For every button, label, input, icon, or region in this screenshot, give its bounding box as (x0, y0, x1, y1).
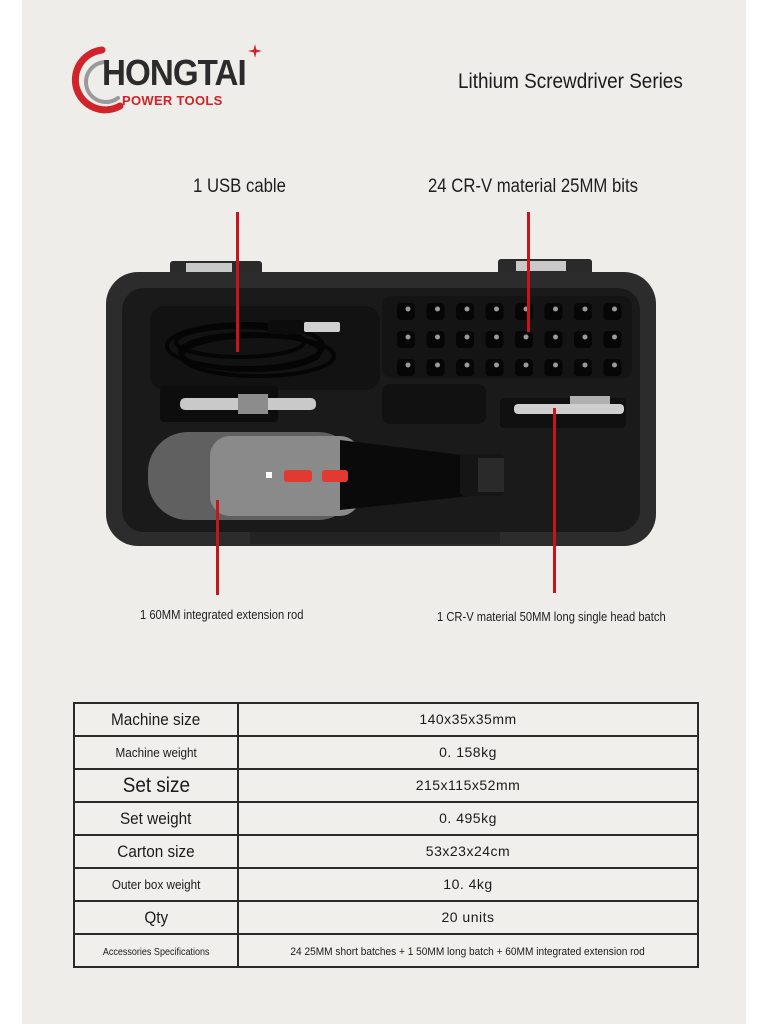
spec-row: Outer box weight 10. 4kg (73, 867, 699, 902)
spec-row: Set weight 0. 495kg (73, 801, 699, 836)
spec-value: 215x115x52mm (415, 776, 521, 793)
brand-subtitle: POWER TOOLS (122, 93, 223, 108)
brand-name: HONGTAI (102, 52, 247, 93)
spec-label: Accessories Specifications (102, 946, 210, 958)
spec-label: Machine size (111, 709, 201, 729)
spec-label: Qty (144, 907, 168, 927)
spec-label-cell: Set weight (73, 801, 239, 836)
spec-label: Outer box weight (111, 876, 201, 892)
spec-label-cell: Set size (73, 768, 239, 803)
spec-label: Machine weight (115, 744, 197, 760)
spec-label-cell: Qty (73, 900, 239, 935)
callout-single-head: 1 CR-V material 50MM long single head ba… (437, 609, 666, 624)
spec-label-cell: Outer box weight (73, 867, 239, 902)
spec-value: 140x35x35mm (419, 710, 517, 727)
spec-value-cell: 140x35x35mm (237, 702, 699, 737)
spec-row: Machine size 140x35x35mm (73, 702, 699, 737)
spec-value: 0. 495kg (439, 809, 497, 826)
series-title: Lithium Screwdriver Series (458, 70, 683, 93)
logo-swoosh-icon (71, 46, 124, 114)
spec-value: 0. 158kg (439, 743, 497, 760)
spec-value-cell: 10. 4kg (237, 867, 699, 902)
spec-value: 10. 4kg (443, 875, 493, 892)
callout-bits: 24 CR-V material 25MM bits (428, 176, 638, 197)
spec-value: 53x23x24cm (425, 842, 511, 859)
spec-row: Set size 215x115x52mm (73, 768, 699, 803)
spec-label-cell: Accessories Specifications (73, 933, 239, 968)
sparkle-icon (248, 44, 262, 58)
spec-value-cell: 20 units (237, 900, 699, 935)
spec-value-cell: 0. 158kg (237, 735, 699, 770)
spec-label-cell: Machine weight (73, 735, 239, 770)
spec-label-cell: Machine size (73, 702, 239, 737)
spec-row: Qty 20 units (73, 900, 699, 935)
callout-usb-cable: 1 USB cable (193, 176, 286, 197)
spec-value: 24 25MM short batches + 1 50MM long batc… (290, 945, 646, 958)
spec-label: Carton size (117, 841, 195, 861)
brand-logo: HONGTAI POWER TOOLS (62, 44, 272, 116)
spec-value: 20 units (441, 908, 495, 925)
spec-label: Set weight (120, 808, 192, 828)
spec-row: Carton size 53x23x24cm (73, 834, 699, 869)
callout-extension-rod: 1 60MM integrated extension rod (140, 607, 304, 622)
spec-value-cell: 53x23x24cm (237, 834, 699, 869)
spec-value-cell: 215x115x52mm (237, 768, 699, 803)
spec-row: Accessories Specifications 24 25MM short … (73, 933, 699, 968)
spec-label: Set size (122, 773, 190, 797)
spec-value-cell: 24 25MM short batches + 1 50MM long batc… (237, 933, 699, 968)
spec-value-cell: 0. 495kg (237, 801, 699, 836)
spec-row: Machine weight 0. 158kg (73, 735, 699, 770)
spec-label-cell: Carton size (73, 834, 239, 869)
